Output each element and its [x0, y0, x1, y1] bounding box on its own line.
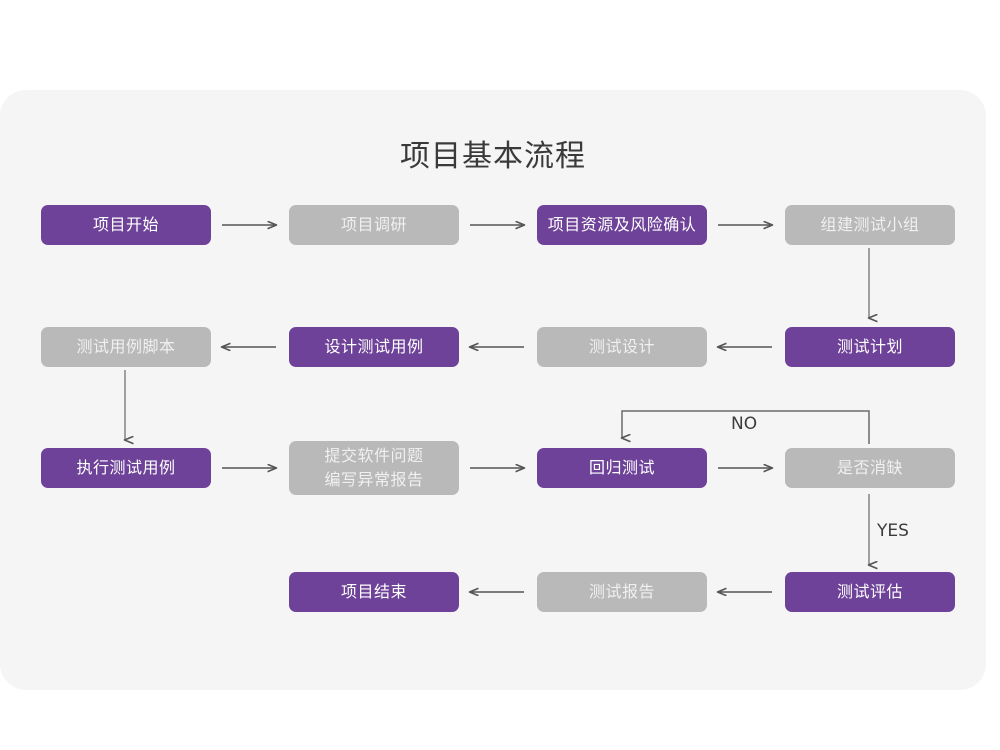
edge-label-yes: YES: [877, 521, 909, 541]
node-regression-test[interactable]: 回归测试: [537, 448, 707, 488]
node-test-plan[interactable]: 测试计划: [785, 327, 955, 367]
page-title: 项目基本流程: [400, 139, 586, 174]
node-form-test-team[interactable]: 组建测试小组: [785, 205, 955, 245]
node-test-design[interactable]: 测试设计: [537, 327, 707, 367]
node-defect-cleared[interactable]: 是否消缺: [785, 448, 955, 488]
node-design-test-case[interactable]: 设计测试用例: [289, 327, 459, 367]
node-test-evaluation[interactable]: 测试评估: [785, 572, 955, 612]
edge-label-no: NO: [731, 414, 758, 434]
node-project-end[interactable]: 项目结束: [289, 572, 459, 612]
node-resource-risk-confirm[interactable]: 项目资源及风险确认: [537, 205, 707, 245]
node-execute-test-case[interactable]: 执行测试用例: [41, 448, 211, 488]
node-submit-issue-report[interactable]: 提交软件问题 编写异常报告: [289, 441, 459, 495]
node-test-case-script[interactable]: 测试用例脚本: [41, 327, 211, 367]
node-test-report[interactable]: 测试报告: [537, 572, 707, 612]
node-project-research[interactable]: 项目调研: [289, 205, 459, 245]
node-project-start[interactable]: 项目开始: [41, 205, 211, 245]
